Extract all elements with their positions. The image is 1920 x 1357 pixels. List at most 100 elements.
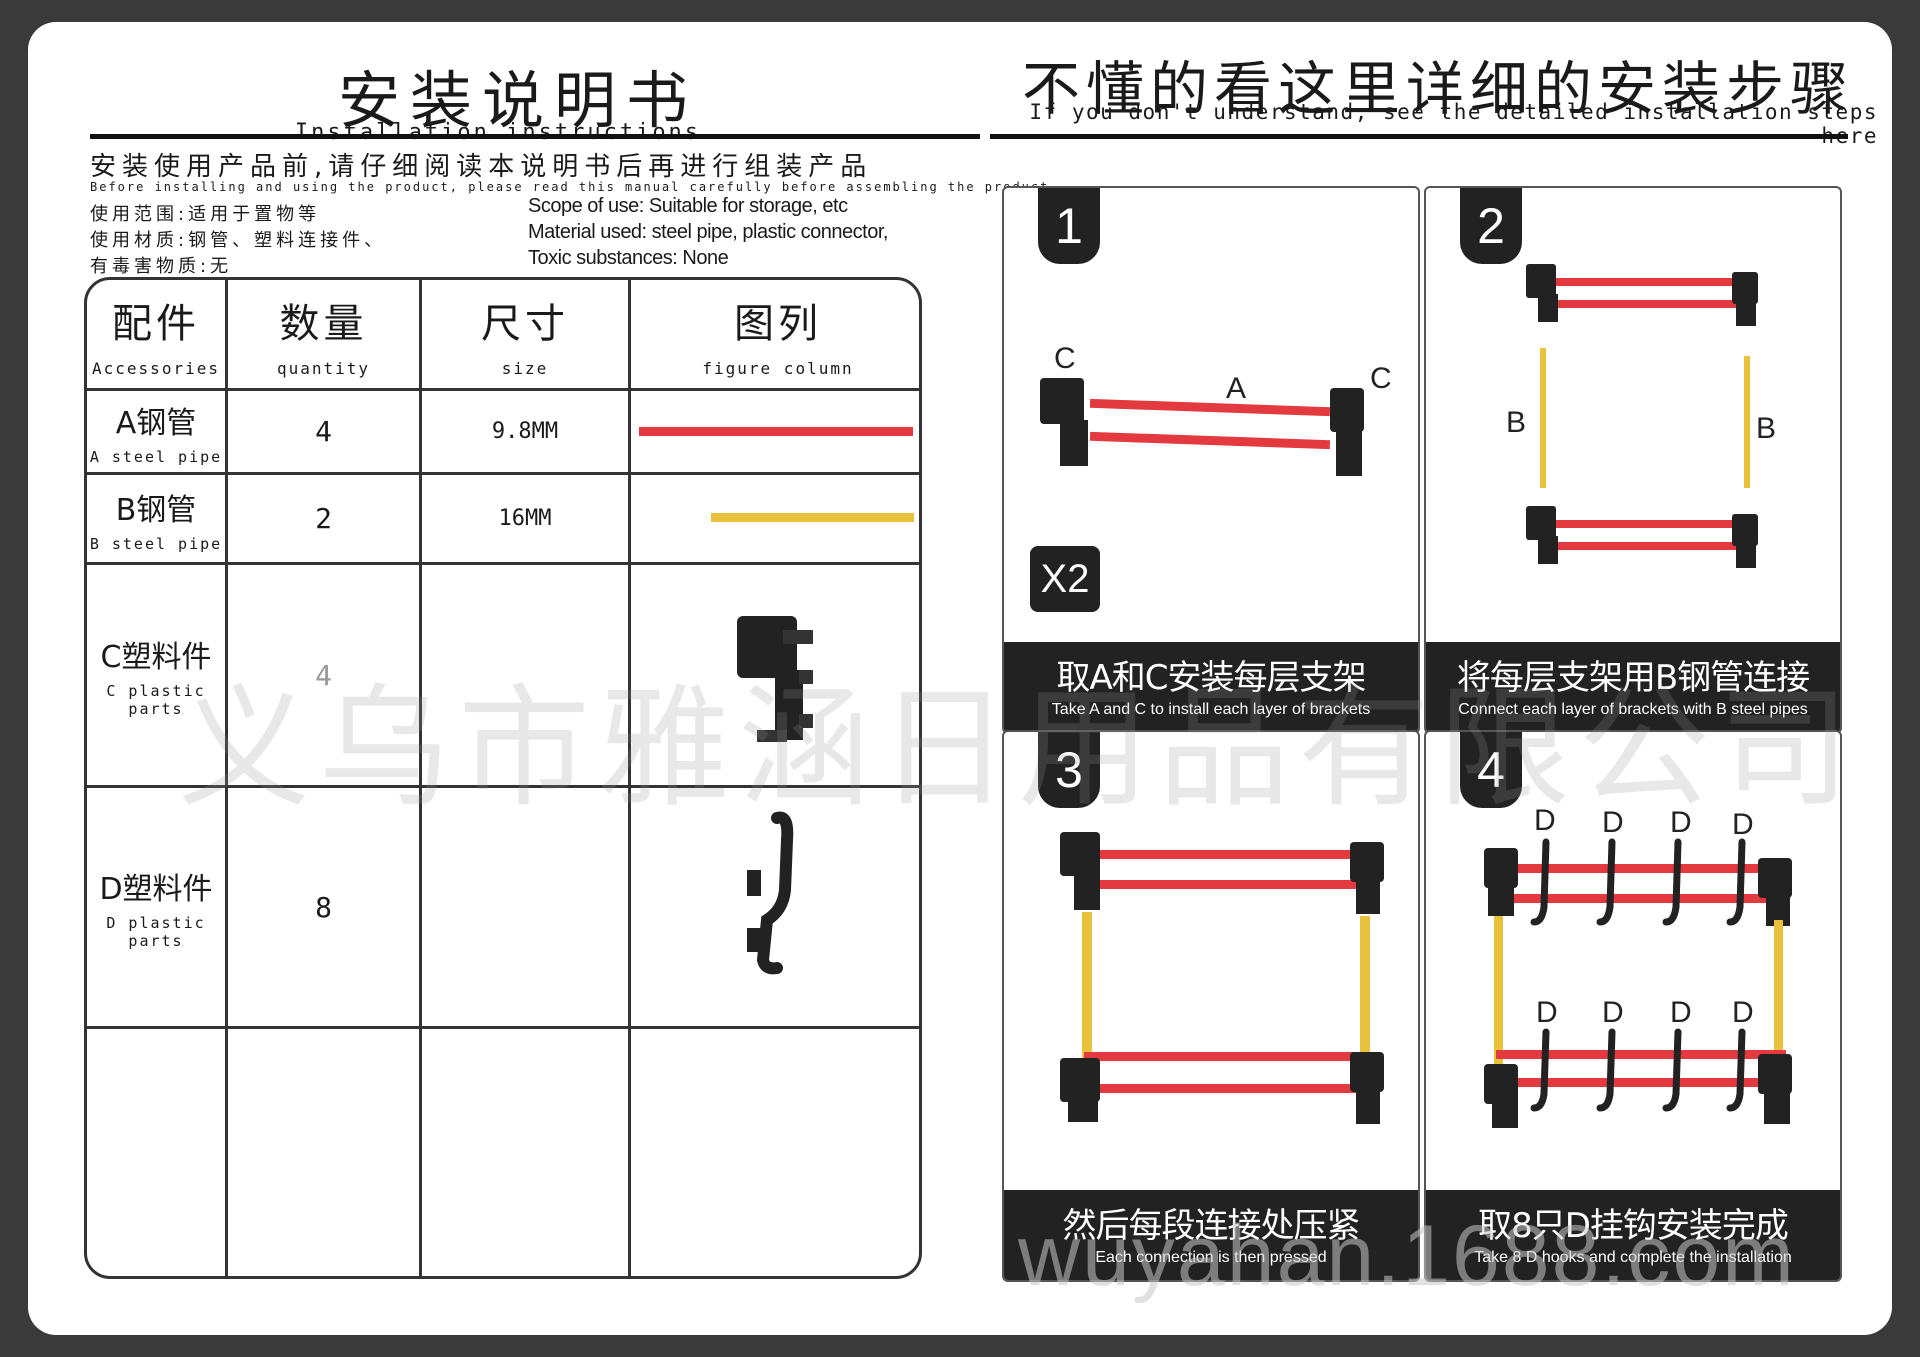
part-size: 16MM (422, 475, 628, 562)
label-d: D (1670, 806, 1692, 839)
header-cn: 图列 (734, 300, 822, 347)
step-4-illustration: D D D D D D D D (1484, 804, 1792, 1128)
divider (90, 134, 980, 139)
instruction-sheet: 安装说明书 Installation instructions 安装使用产品前,… (28, 22, 1892, 1335)
notice-cn: 安装使用产品前,请仔细阅读本说明书后再进行组装产品 (90, 152, 873, 182)
label-c: C (1370, 362, 1392, 395)
qty-value: 8 (315, 890, 332, 924)
part-qty: 4 (228, 565, 419, 785)
label-d: D (1732, 996, 1754, 1029)
step-number: 1 (1038, 188, 1100, 264)
steps-subtitle: If you don't understand, see the detaile… (1029, 100, 1878, 148)
table-divider (628, 280, 631, 1276)
caption-en: Take A and C to install each layer of br… (1051, 701, 1371, 718)
parts-table: 配件 Accessories 数量 quantity 尺寸 size 图列 fi… (84, 277, 922, 1279)
steps-title: 不懂的看这里详细的安装步骤 (1021, 55, 1854, 123)
table-divider (87, 388, 919, 391)
part-qty: 2 (228, 475, 419, 562)
label-d: D (1602, 996, 1624, 1029)
table-divider (87, 1026, 919, 1029)
step-2-panel: 2 B B 将每层支架用B钢管连接 Connect each layer of … (1424, 186, 1842, 734)
step-number: 4 (1460, 732, 1522, 808)
yellow-pipe-figure (711, 513, 914, 522)
step-2-illustration: B B (1506, 264, 1776, 568)
table-divider (225, 280, 228, 1276)
header-en: Accessories (92, 358, 220, 378)
label-d: D (1602, 806, 1624, 839)
spec-toxic-cn: 有毒害物质:无 (90, 256, 233, 277)
spec-scope-cn: 使用范围:适用于置物等 (90, 204, 321, 225)
label-d: D (1670, 996, 1692, 1029)
part-name-en: A steel pipe (89, 447, 223, 466)
step-caption: 然后每段连接处压紧 Each connection is then presse… (1004, 1190, 1418, 1280)
part-name-en: C plastic parts (106, 682, 206, 718)
spec-scope-en: Scope of use: Suitable for storage, etc (528, 195, 848, 217)
quantity-badge: X2 (1030, 546, 1100, 612)
caption-en: Take 8 D hooks and complete the installa… (1474, 1249, 1792, 1266)
caption-cn: 取A和C安装每层支架 (1056, 658, 1367, 698)
label-b: B (1756, 412, 1776, 445)
part-size: 9.8MM (422, 391, 628, 472)
table-divider (87, 472, 919, 475)
part-qty: 4 (228, 391, 419, 472)
caption-en: Each connection is then pressed (1095, 1249, 1327, 1266)
red-pipe-figure (639, 427, 913, 436)
spec-material-en: Material used: steel pipe, plastic conne… (528, 221, 888, 243)
table-divider (87, 562, 919, 565)
table-divider (87, 785, 919, 788)
table-row: D塑料件 D plastic parts (87, 788, 225, 1026)
header-en: figure column (702, 358, 854, 378)
d-hook-icon (747, 811, 794, 975)
part-name-cn: B钢管 (115, 492, 197, 528)
step-3-panel: 3 然后每段连接处压紧 Each connection is then pres… (1002, 730, 1420, 1282)
label-b: B (1506, 406, 1526, 439)
header-size: 尺寸 size (422, 280, 628, 388)
step-1-illustration: C A C (1040, 342, 1392, 476)
header-cn: 尺寸 (481, 300, 569, 347)
spec-toxic-en: Toxic substances: None (528, 247, 729, 269)
spec-material-cn: 使用材质:钢管、塑料连接件、 (90, 230, 387, 251)
header-cn: 配件 (112, 300, 200, 347)
step-3-illustration (1060, 832, 1384, 1124)
part-name-cn: D塑料件 (99, 872, 213, 907)
part-name-cn: C塑料件 (100, 640, 212, 675)
caption-cn: 然后每段连接处压紧 (1062, 1206, 1361, 1246)
step-4-panel: 4 D (1424, 730, 1842, 1282)
step-caption: 将每层支架用B钢管连接 Connect each layer of bracke… (1426, 642, 1840, 732)
part-qty: 8 (228, 788, 419, 1026)
caption-en: Connect each layer of brackets with B st… (1458, 701, 1808, 718)
label-d: D (1534, 804, 1556, 837)
part-name-en: D plastic parts (106, 914, 206, 950)
size-value: 16MM (498, 506, 552, 531)
label-c: C (1054, 342, 1076, 375)
caption-cn: 将每层支架用B钢管连接 (1456, 658, 1810, 698)
step-caption: 取A和C安装每层支架 Take A and C to install each … (1004, 642, 1418, 732)
header-figure: 图列 figure column (631, 280, 919, 388)
label-d: D (1536, 996, 1558, 1029)
notice-en: Before installing and using the product,… (90, 180, 1050, 194)
qty-value: 4 (315, 415, 332, 448)
part-name-en: B steel pipe (89, 534, 223, 553)
table-row: C塑料件 C plastic parts (87, 565, 225, 785)
manual-subtitle: Installation instructions (294, 120, 702, 145)
step-1-panel: 1 C A C X2 取A和C安装每层支架 Take A and C to in… (1002, 186, 1420, 734)
header-quantity: 数量 quantity (228, 280, 419, 388)
header-en: quantity (276, 358, 371, 378)
label-a: A (1226, 372, 1246, 405)
part-name-cn: A钢管 (115, 405, 197, 441)
table-divider (419, 280, 422, 1276)
caption-cn: 取8只D挂钩安装完成 (1478, 1206, 1789, 1246)
table-row: B钢管 B steel pipe (87, 475, 225, 562)
divider (990, 134, 1848, 139)
header-en: size (501, 358, 549, 378)
header-cn: 数量 (279, 300, 368, 347)
size-value: 9.8MM (491, 419, 559, 444)
step-caption: 取8只D挂钩安装完成 Take 8 D hooks and complete t… (1426, 1190, 1840, 1280)
step-number: 3 (1038, 732, 1100, 808)
qty-value: 2 (315, 502, 332, 535)
c-connector-icon (737, 616, 813, 742)
table-row: A钢管 A steel pipe (87, 391, 225, 472)
qty-value: 4 (315, 658, 332, 692)
label-d: D (1732, 808, 1754, 841)
manual-title: 安装说明书 (337, 64, 698, 137)
